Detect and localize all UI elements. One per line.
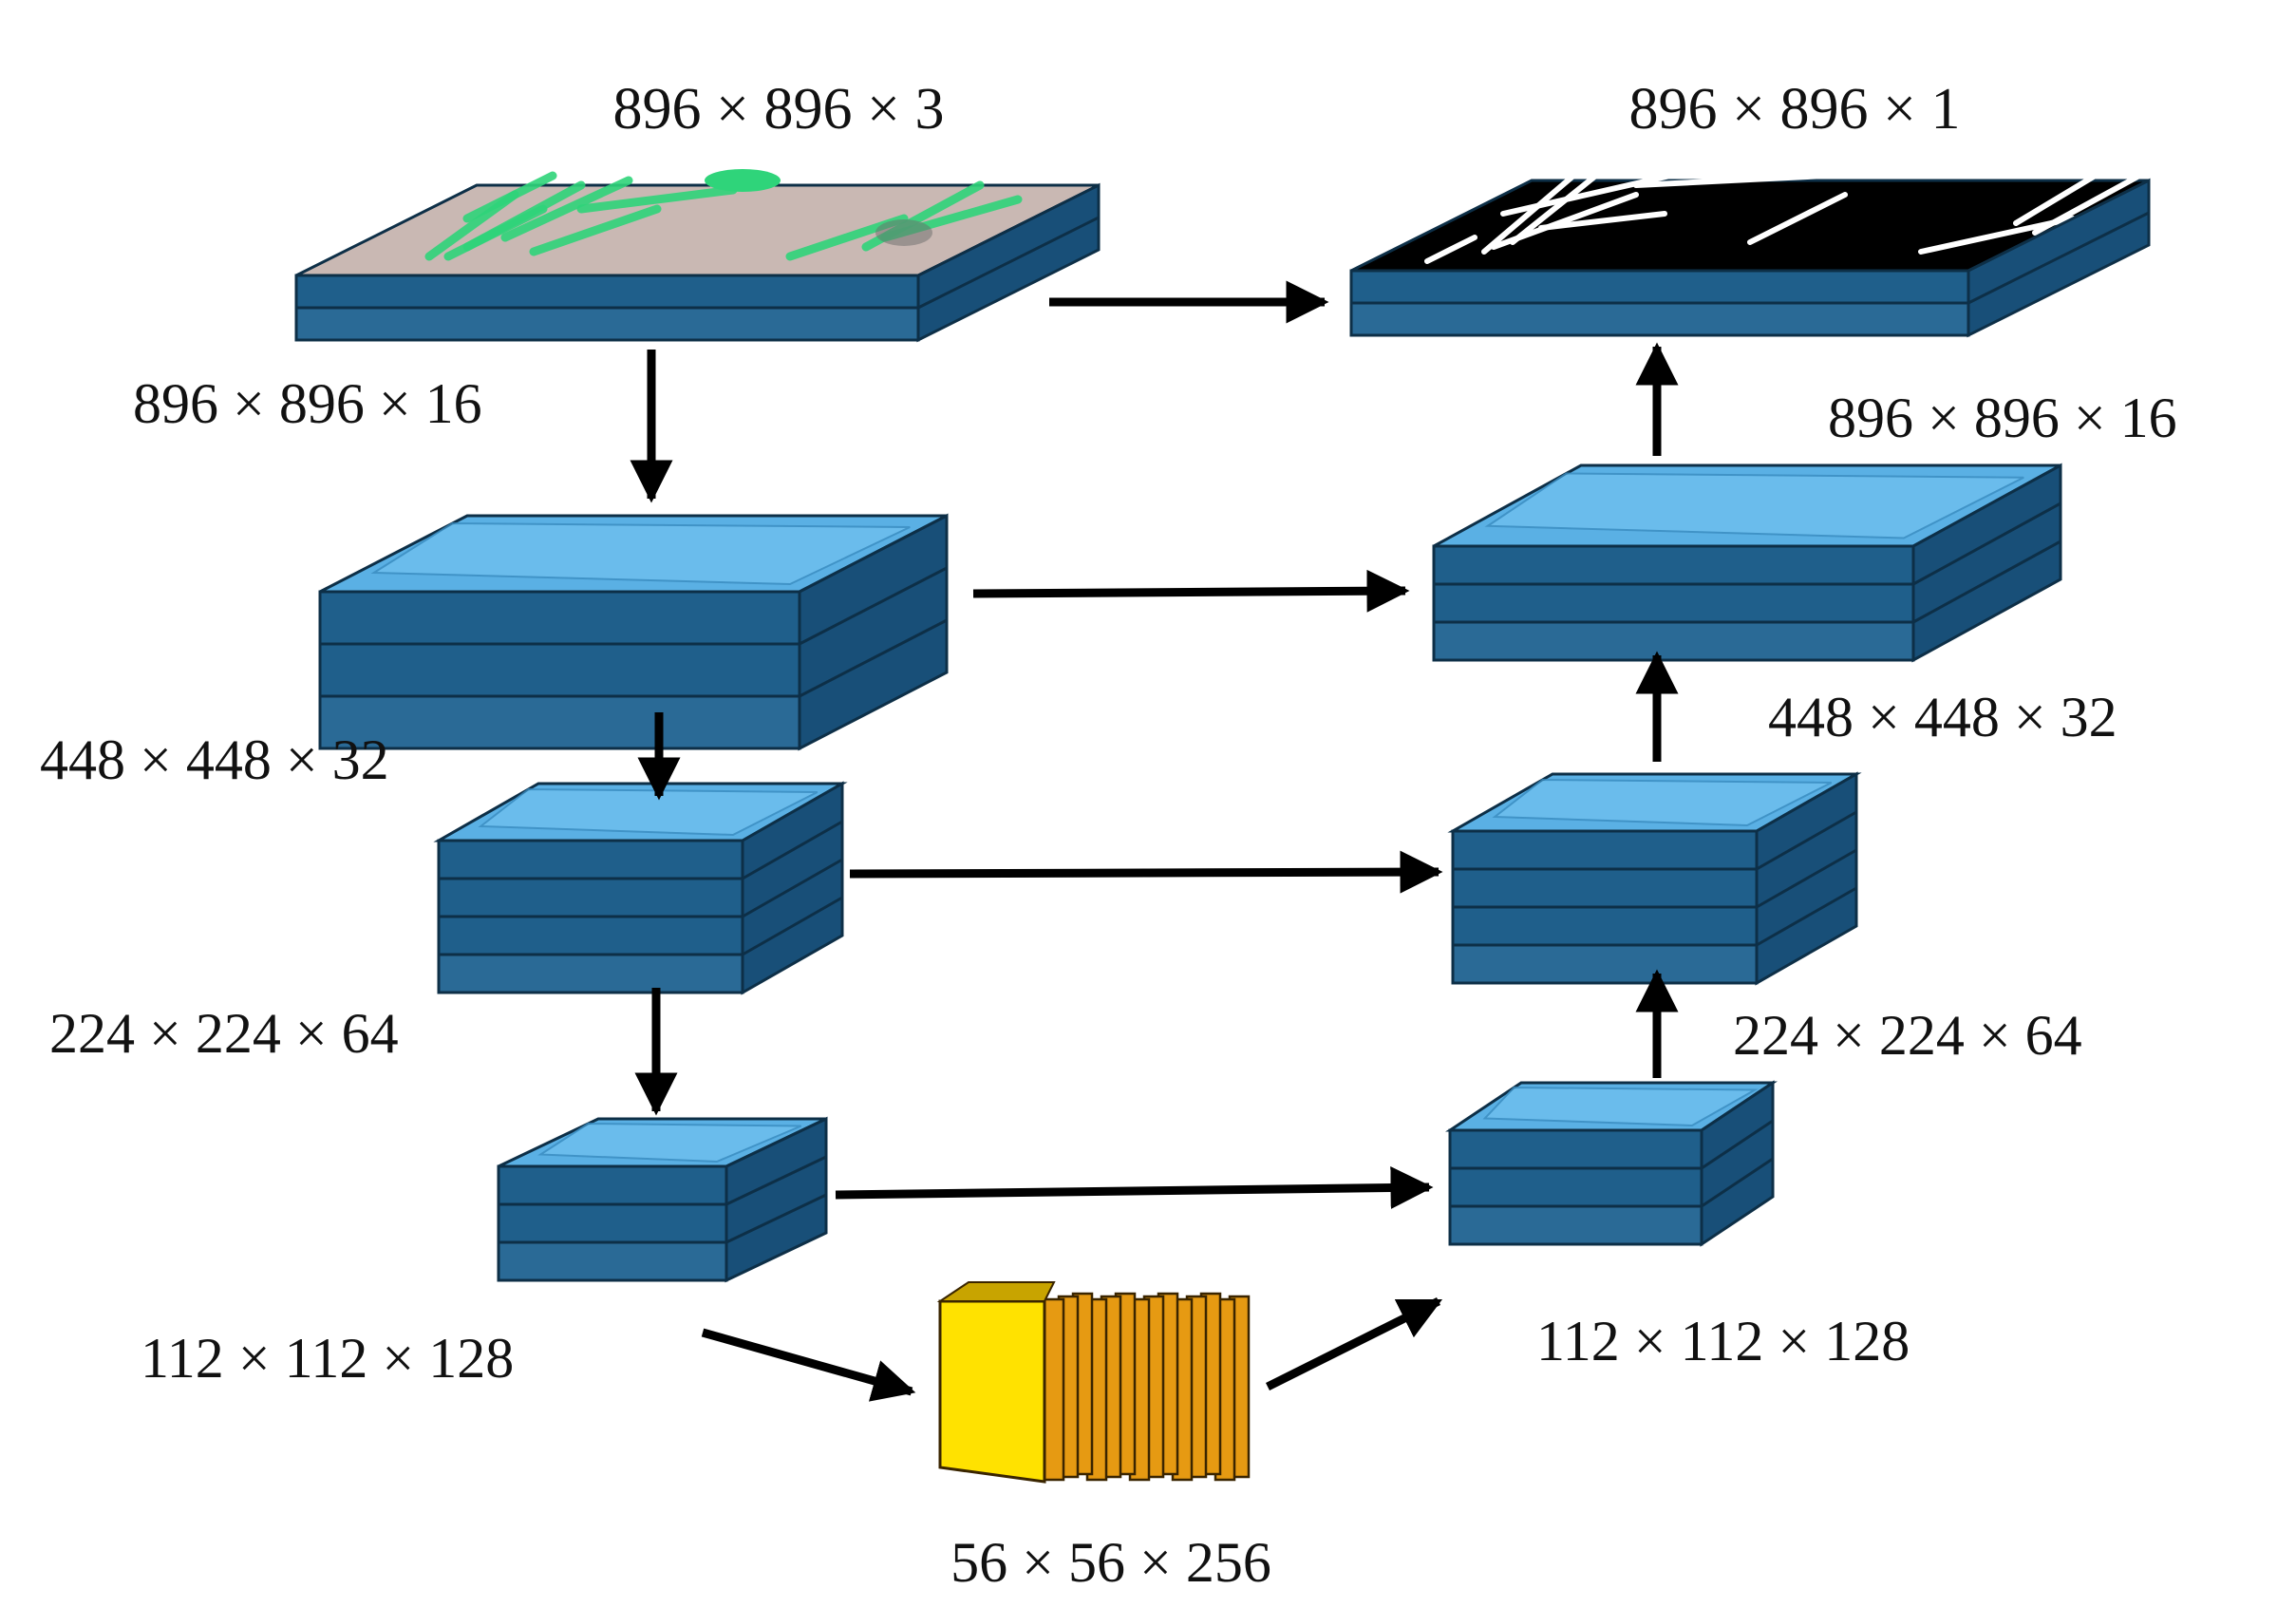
down-arrow-level3	[701, 1328, 916, 1402]
decoder-level1-label: 896 × 896 × 16	[1828, 387, 2177, 449]
encoder-level3-block-layer	[497, 1240, 728, 1282]
encoder-level2-block-layer	[437, 915, 744, 956]
encoder-level2-block-layer	[437, 877, 744, 918]
encoder-level2-label: 448 × 448 × 32	[40, 728, 389, 791]
decoder-level2-block-layer	[1451, 867, 1759, 909]
bottleneck-block	[936, 1281, 1251, 1484]
input-size-label: 896 × 896 × 3	[613, 77, 945, 142]
encoder-level4-label: 112 × 112 × 128	[141, 1327, 514, 1390]
encoder-level3-block	[497, 1116, 828, 1283]
decoder-level2-label: 448 × 448 × 32	[1768, 686, 2117, 748]
decoder-level2-block	[1447, 771, 1862, 986]
input-image-block	[294, 169, 1101, 343]
decoder-level3-label: 224 × 224 × 64	[1733, 1004, 2082, 1067]
bottleneck-slice	[1043, 1297, 1065, 1482]
decoder-level3-block-layer	[1448, 1204, 1703, 1246]
decoder-level3-block	[1445, 1080, 1778, 1247]
output-mask-block-layer	[1349, 269, 1970, 305]
encoder-level1-block-layer	[318, 590, 801, 646]
encoder-level3-block-layer	[497, 1202, 728, 1244]
input-image-block-layer	[294, 306, 920, 342]
decoder-level3-block-layer	[1448, 1166, 1703, 1208]
output-size-label: 896 × 896 × 1	[1629, 77, 1961, 142]
decoder-level4-label: 112 × 112 × 128	[1536, 1310, 1910, 1372]
output-mask-block	[1349, 163, 2171, 338]
up-arrow-bottleneck	[1265, 1296, 1443, 1391]
input-image-block-plant-image	[424, 169, 1023, 261]
encoder-level3-label: 224 × 224 × 64	[49, 1002, 399, 1065]
bottleneck-size-label: 56 × 56 × 256	[950, 1531, 1271, 1594]
decoder-level2-block-layer	[1451, 905, 1759, 947]
encoder-level1-block-layer	[318, 694, 801, 750]
encoder-level1-label: 896 × 896 × 16	[133, 372, 482, 435]
skip-arrow-level1	[972, 569, 1410, 613]
encoder-level1-block-layer	[318, 642, 801, 698]
decoder-level1-block-layer	[1432, 544, 1915, 586]
decoder-level1-block-layer	[1432, 620, 1915, 662]
output-mask-block-layer	[1349, 301, 1970, 337]
input-image-block-layer	[294, 274, 920, 310]
decoder-level1-block-layer	[1432, 582, 1915, 624]
encoder-level2-block	[433, 781, 848, 995]
encoder-level2-block-layer	[437, 839, 744, 880]
skip-arrow-level2	[849, 850, 1443, 894]
encoder-level3-block-layer	[497, 1164, 728, 1206]
decoder-level2-block-layer	[1451, 943, 1759, 985]
decoder-level1-block	[1432, 463, 2062, 663]
bottleneck-front-face	[938, 1299, 1046, 1484]
encoder-level1-block	[318, 513, 949, 751]
decoder-level2-block-layer	[1451, 829, 1759, 871]
decoder-level3-block-layer	[1448, 1128, 1703, 1170]
encoder-level2-block-layer	[437, 953, 744, 994]
skip-arrow-level3	[835, 1166, 1434, 1210]
